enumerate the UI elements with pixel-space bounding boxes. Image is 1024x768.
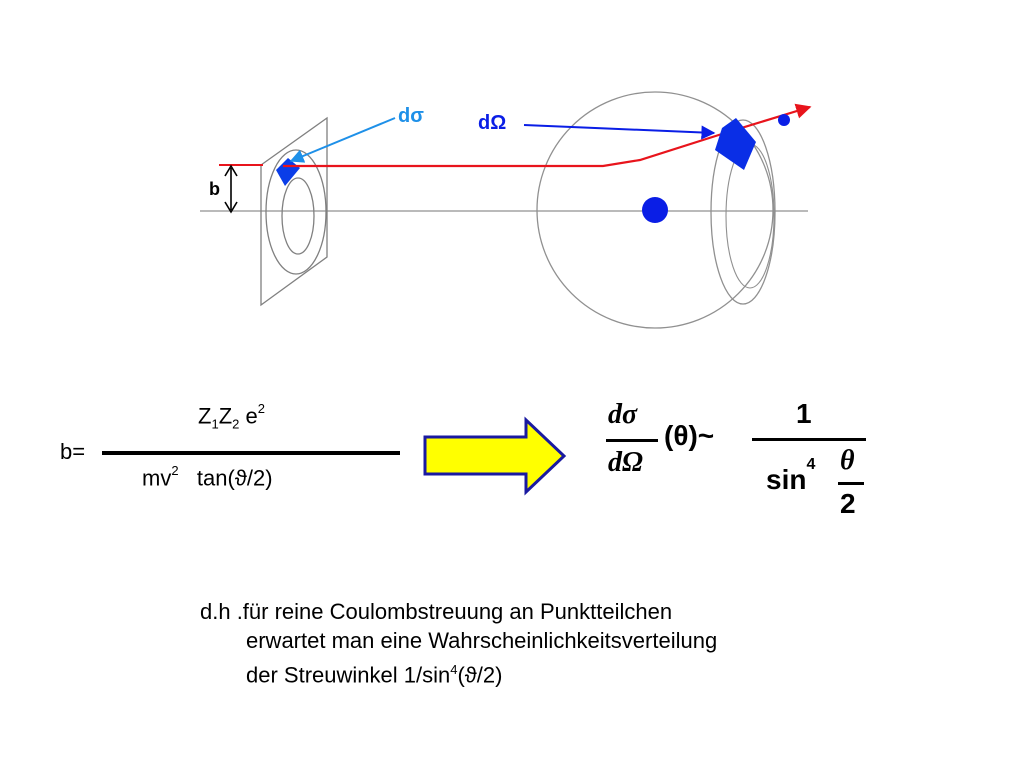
result-theta-proportional: (θ)~ xyxy=(664,422,714,450)
ring-inner xyxy=(281,177,315,255)
target-nucleus xyxy=(642,197,668,223)
den-sup: 2 xyxy=(171,463,179,478)
result-main-fraction-bar xyxy=(752,438,866,441)
num-z2: Z xyxy=(218,403,233,429)
b-arrow-head-top xyxy=(224,164,238,177)
num-e: e xyxy=(239,403,258,429)
result-denominator: dΩ xyxy=(608,448,643,477)
caption-line-3-sup: 4 xyxy=(450,662,458,677)
num-sub2: 2 xyxy=(232,416,240,432)
sphere xyxy=(536,91,774,329)
result-fraction-bar xyxy=(606,439,658,442)
result-half-theta: θ xyxy=(840,446,855,475)
scattered-particle xyxy=(778,114,790,126)
num-sub1: 1 xyxy=(211,416,219,432)
result-half-theta-text: θ xyxy=(840,445,855,476)
caption-line-2: erwartet man eine Wahrscheinlichkeitsver… xyxy=(246,628,718,653)
result-two: 2 xyxy=(840,488,856,519)
cone-inner-ellipse xyxy=(725,143,775,289)
implication-arrow xyxy=(423,416,567,496)
formula-b-fraction-bar xyxy=(102,451,400,455)
dsigma-patch xyxy=(276,158,300,186)
result-domega: dΩ xyxy=(608,447,643,478)
num-sup: 2 xyxy=(257,401,265,416)
result-theta-text: (θ)~ xyxy=(664,420,715,451)
dsigma-label: dσ xyxy=(398,105,424,127)
formula-b-lhs: b= xyxy=(60,439,86,464)
result-sin: sin4 xyxy=(766,456,815,495)
beam-trajectory xyxy=(283,103,812,168)
caption: d.h .für reine Coulombstreuung an Punktt… xyxy=(200,597,717,689)
dsigma-pointer xyxy=(289,117,396,163)
ring-plate xyxy=(260,116,328,307)
den-mv: mv xyxy=(142,465,172,491)
domega-pointer xyxy=(523,124,716,140)
result-sin-sup: 4 xyxy=(806,455,816,473)
caption-line-3: der Streuwinkel 1/sin4(ϑ/2) xyxy=(200,655,717,689)
formula-b-numerator: Z1Z2 e2 xyxy=(198,401,265,432)
result-one: 1 xyxy=(796,398,812,429)
domega-label: dΩ xyxy=(478,112,506,134)
cone-base-ellipse xyxy=(710,119,776,305)
result-numerator: dσ xyxy=(608,400,637,429)
num-z1: Z xyxy=(198,403,212,429)
den-tan: tan(ϑ/2) xyxy=(196,465,273,491)
domega-patch xyxy=(715,118,756,170)
caption-line-3-post: (ϑ/2) xyxy=(457,662,503,688)
formula-b-denominator: mv2 tan(ϑ/2) xyxy=(142,463,273,491)
b-arrow-head-bottom xyxy=(224,201,238,214)
caption-line-3-pre: der Streuwinkel 1/sin xyxy=(246,662,451,688)
caption-line-1: d.h .für reine Coulombstreuung an Punktt… xyxy=(200,599,673,624)
result-half-bar xyxy=(838,482,864,485)
result-dsigma: dσ xyxy=(608,399,638,430)
b-label: b xyxy=(209,179,220,199)
result-sin-text: sin xyxy=(766,464,807,495)
